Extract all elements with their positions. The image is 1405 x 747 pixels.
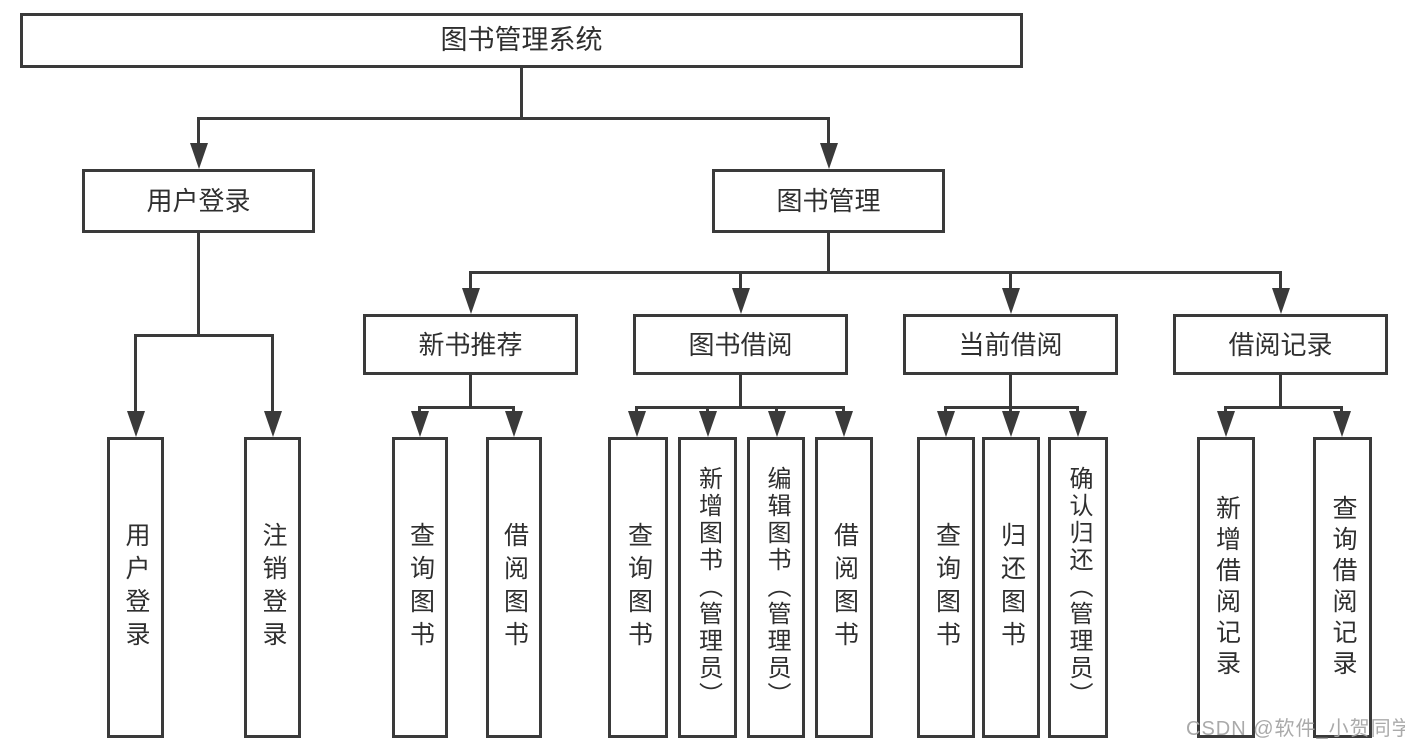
node-label: 查询图书 — [406, 521, 435, 654]
connector-line — [1009, 375, 1012, 408]
connector-arrowhead — [937, 411, 955, 437]
node-label: 归还图书 — [997, 521, 1026, 654]
connector-arrowhead — [1272, 288, 1290, 314]
connector-line — [520, 68, 523, 118]
node-book-borrowing: 图书借阅 — [633, 314, 848, 375]
node-leaf-user-login: 用户登录 — [107, 437, 164, 738]
connector-arrowhead — [505, 411, 523, 437]
connector-arrowhead — [462, 288, 480, 314]
connector-line — [469, 271, 1282, 274]
connector-line — [1279, 271, 1282, 295]
connector-line — [418, 406, 515, 409]
node-book-management-system: 图书管理系统 — [20, 13, 1023, 68]
connector-arrowhead — [1069, 411, 1087, 437]
node-leaf-return-books: 归还图书 — [982, 437, 1040, 738]
node-label: 查询图书 — [932, 521, 961, 654]
node-borrowing-records: 借阅记录 — [1173, 314, 1388, 375]
node-label: 用户登录 — [146, 186, 251, 216]
connector-line — [469, 375, 472, 408]
connector-line — [469, 271, 472, 295]
node-label: 查询借阅记录 — [1329, 494, 1357, 681]
node-label: 图书管理 — [776, 186, 881, 216]
connector-line — [1009, 271, 1012, 295]
node-leaf-query-books-borrowing: 查询图书 — [608, 437, 668, 738]
node-leaf-logout: 注销登录 — [244, 437, 301, 738]
connector-line — [1279, 375, 1282, 408]
connector-arrowhead — [1002, 411, 1020, 437]
node-label: 查询图书 — [624, 521, 653, 654]
node-leaf-add-books-admin: 新增图书（管理员） — [678, 437, 737, 738]
connector-line — [197, 233, 200, 336]
connector-line — [827, 117, 830, 153]
connector-arrowhead — [1002, 288, 1020, 314]
watermark-text: CSDN @软件_小贺同学 — [1186, 718, 1405, 740]
connector-line — [739, 271, 742, 295]
node-label: 借阅图书 — [830, 521, 859, 654]
connector-line — [1224, 406, 1343, 409]
connector-line — [635, 406, 845, 409]
connector-line — [197, 117, 830, 120]
connector-arrowhead — [1333, 411, 1351, 437]
connector-arrowhead — [190, 143, 208, 169]
connector-line — [739, 375, 742, 408]
node-label: 确认归还（管理员） — [1065, 466, 1092, 709]
connector-arrowhead — [732, 288, 750, 314]
node-label: 新书推荐 — [418, 329, 523, 360]
node-leaf-query-books-recommend: 查询图书 — [392, 437, 448, 738]
node-leaf-confirm-return-admin: 确认归还（管理员） — [1048, 437, 1108, 738]
node-leaf-query-books-current: 查询图书 — [917, 437, 975, 738]
connector-line — [271, 334, 274, 414]
connector-arrowhead — [628, 411, 646, 437]
node-current-borrowing: 当前借阅 — [903, 314, 1118, 375]
node-label: 当前借阅 — [958, 329, 1063, 360]
node-label: 用户登录 — [122, 521, 150, 654]
connector-line — [134, 334, 274, 337]
node-label: 编辑图书（管理员） — [763, 466, 790, 709]
node-leaf-edit-books-admin: 编辑图书（管理员） — [747, 437, 805, 738]
node-user-login: 用户登录 — [82, 169, 315, 233]
connector-arrowhead — [1217, 411, 1235, 437]
node-label: 借阅记录 — [1228, 329, 1333, 360]
node-label: 新增借阅记录 — [1212, 494, 1241, 681]
connector-arrowhead — [264, 411, 282, 437]
connector-arrowhead — [768, 411, 786, 437]
connector-arrowhead — [835, 411, 853, 437]
node-book-management: 图书管理 — [712, 169, 945, 233]
connector-line — [134, 334, 137, 414]
connector-arrowhead — [127, 411, 145, 437]
node-leaf-borrow-books: 借阅图书 — [815, 437, 873, 738]
node-label: 借阅图书 — [500, 521, 529, 654]
node-label: 图书管理系统 — [440, 25, 603, 55]
connector-arrowhead — [820, 143, 838, 169]
connector-line — [827, 233, 830, 273]
connector-arrowhead — [411, 411, 429, 437]
node-new-book-recommendation: 新书推荐 — [363, 314, 578, 375]
connector-arrowhead — [699, 411, 717, 437]
node-leaf-borrow-books-recommend: 借阅图书 — [486, 437, 542, 738]
node-label: 注销登录 — [259, 521, 287, 654]
node-leaf-add-borrow-record: 新增借阅记录 — [1197, 437, 1255, 738]
node-label: 新增图书（管理员） — [694, 466, 722, 709]
node-label: 图书借阅 — [688, 329, 793, 360]
node-leaf-query-borrow-record: 查询借阅记录 — [1313, 437, 1372, 738]
connector-line — [197, 117, 200, 153]
